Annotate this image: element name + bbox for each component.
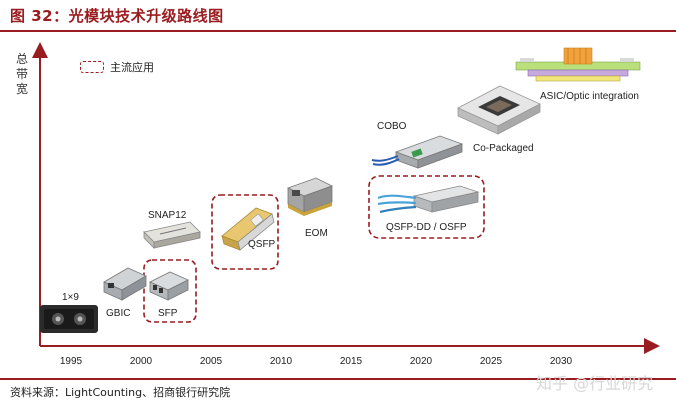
mainstream-box-qsfp	[211, 194, 279, 270]
source-note: 资料来源：LightCounting、招商银行研究院	[10, 386, 231, 399]
mainstream-box-sfp	[143, 259, 197, 323]
snap12-module-icon	[143, 221, 201, 249]
x-tick-label: 2000	[130, 356, 153, 367]
qsfp-dd-module-icon	[377, 185, 480, 214]
1x9-module-icon	[40, 305, 98, 333]
module-label-asic-optic: ASIC/Optic integration	[540, 91, 639, 102]
x-tick-label: 2025	[480, 356, 503, 367]
co-packaged-icon	[457, 85, 541, 135]
module-label-1x9: 1×9	[62, 292, 79, 303]
legend: 主流应用	[80, 59, 154, 75]
module-label-co-packaged: Co-Packaged	[473, 143, 534, 154]
x-tick-label: 2015	[340, 356, 363, 367]
cobo-module-icon	[371, 135, 464, 169]
figure-title: 图 32：光模块技术升级路线图	[10, 7, 224, 25]
module-label-gbic: GBIC	[106, 308, 130, 319]
sfp-module-icon	[149, 271, 189, 301]
module-label-sfp: SFP	[158, 308, 178, 319]
eom-module-icon	[286, 177, 334, 216]
x-tick-label: 2020	[410, 356, 433, 367]
x-tick-label: 2010	[270, 356, 293, 367]
legend-label: 主流应用	[110, 61, 154, 74]
watermark: 知乎 @行业研究	[536, 374, 654, 393]
x-tick-label: 2030	[550, 356, 573, 367]
qsfp-module-icon	[221, 207, 275, 251]
module-label-qsfp: QSFP	[248, 239, 276, 250]
y-axis-label: 总带宽	[16, 52, 29, 96]
source-divider	[0, 378, 676, 380]
title-divider	[0, 30, 676, 32]
x-tick-label: 1995	[60, 356, 83, 367]
legend-dashed-box-icon	[80, 61, 104, 73]
asic-optic-icon	[515, 47, 641, 82]
module-label-cobo: COBO	[377, 121, 407, 132]
module-label-qsfp-dd-osfp: QSFP-DD / OSFP	[386, 222, 467, 233]
module-label-eom: EOM	[305, 228, 328, 239]
x-tick-label: 2005	[200, 356, 223, 367]
gbic-module-icon	[103, 267, 147, 301]
mainstream-box-qsfp-dd	[368, 175, 485, 239]
module-label-snap12: SNAP12	[148, 210, 187, 221]
